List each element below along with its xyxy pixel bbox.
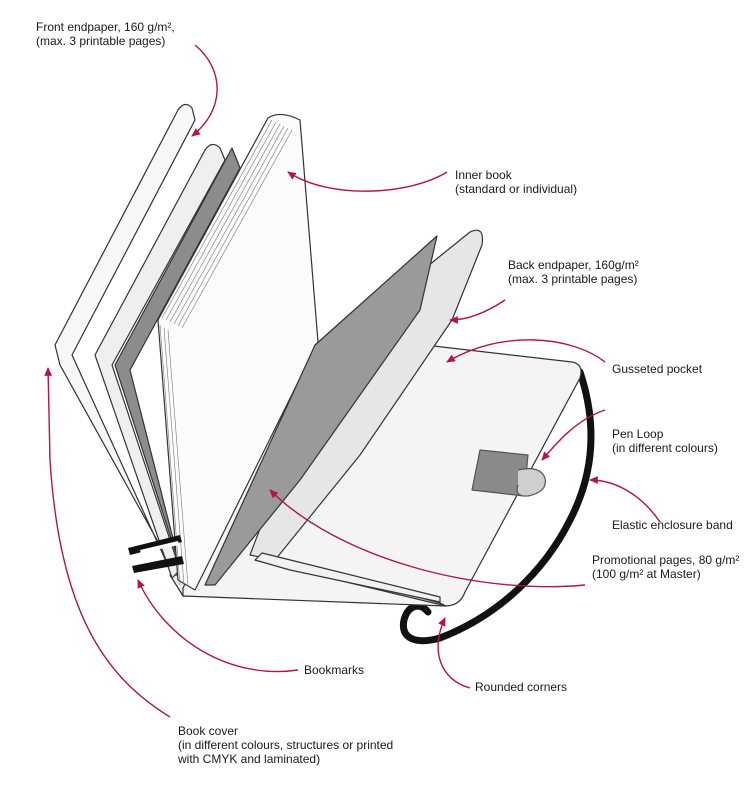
notebook-illustration: [54, 103, 595, 645]
label-book-cover: Book cover (in different colours, struct…: [178, 724, 393, 766]
label-front-endpaper-line1: Front endpaper, 160 g/m²,: [36, 20, 175, 34]
label-bookmarks-line1: Bookmarks: [304, 663, 365, 677]
label-pen-loop-line2: (in different colours): [612, 441, 718, 455]
leader-inner-book: [287, 171, 448, 192]
label-pen-loop: Pen Loop (in different colours): [612, 427, 718, 455]
leader-bookmarks: [137, 579, 299, 673]
label-pen-loop-line1: Pen Loop: [612, 427, 664, 441]
label-bookmarks: Bookmarks: [304, 663, 364, 677]
leader-rounded-corners: [437, 617, 471, 689]
promotional-page: [204, 235, 438, 586]
label-rounded-corners: Rounded corners: [475, 680, 567, 694]
leader-front-endpaper: [191, 44, 218, 137]
bookmark-ribbons-icon: [128, 535, 184, 573]
label-book-cover-line2: (in different colours, structures or pri…: [178, 738, 394, 752]
label-back-endpaper: Back endpaper, 160g/m² (max. 3 printable…: [508, 258, 639, 286]
label-back-endpaper-line1: Back endpaper, 160g/m²: [508, 258, 639, 272]
gusseted-pocket: [254, 552, 441, 603]
inner-book-block: [157, 113, 319, 591]
leader-elastic-band: [589, 476, 661, 523]
label-promotional-pages-line2: (100 g/m² at Master): [592, 567, 701, 581]
label-inner-book-line2: (standard or individual): [455, 182, 578, 196]
label-gusseted-pocket: Gusseted pocket: [612, 362, 702, 376]
label-book-cover-line3: with CMYK and laminated): [178, 752, 321, 766]
leader-pen-loop: [541, 409, 606, 461]
label-promotional-pages: Promotional pages, 80 g/m² (100 g/m² at …: [592, 553, 739, 581]
leader-back-endpaper: [449, 299, 506, 324]
front-endpaper: [94, 143, 226, 579]
label-gusseted-pocket-line1: Gusseted pocket: [612, 362, 703, 376]
label-front-endpaper-line2: (max. 3 printable pages): [36, 34, 166, 48]
label-back-endpaper-line2: (max. 3 printable pages): [508, 272, 638, 286]
label-elastic-band: Elastic enclosure band: [612, 518, 733, 532]
label-elastic-band-line1: Elastic enclosure band: [612, 518, 733, 532]
back-endpaper: [249, 229, 484, 561]
label-promotional-pages-line1: Promotional pages, 80 g/m²: [592, 553, 740, 567]
label-rounded-corners-line1: Rounded corners: [475, 680, 568, 694]
label-inner-book: Inner book (standard or individual): [455, 168, 577, 196]
leader-lines: [44, 44, 661, 718]
leader-book-cover: [44, 367, 171, 718]
label-front-endpaper: Front endpaper, 160 g/m², (max. 3 printa…: [36, 20, 175, 48]
pen-loop-icon: [471, 449, 546, 497]
label-inner-book-line1: Inner book: [455, 168, 512, 182]
leader-gusseted-pocket: [446, 339, 606, 363]
label-book-cover-line1: Book cover: [178, 724, 239, 738]
front-printed-page: [114, 147, 241, 567]
elastic-band-icon: [399, 368, 595, 645]
leader-promotional-pages: [269, 489, 586, 588]
